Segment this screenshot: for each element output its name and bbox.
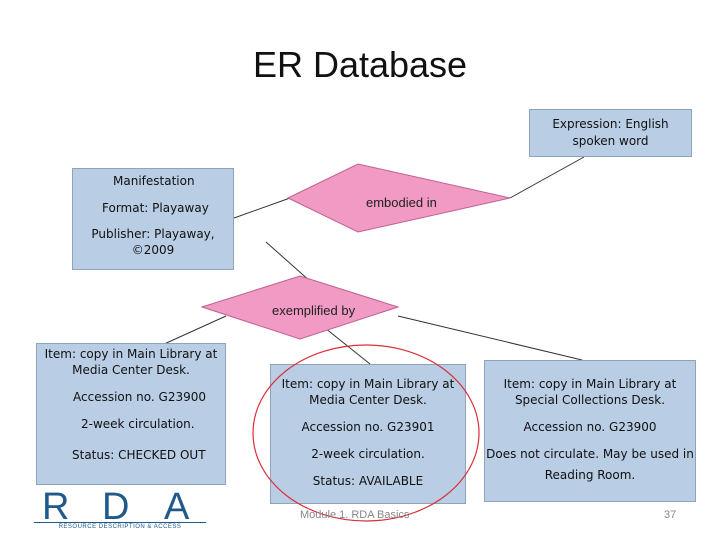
item2-circulation: 2-week circulation. — [311, 447, 425, 461]
item3-desc-line-1: Item: copy in Main Library at — [503, 377, 677, 391]
item1-circulation: 2-week circulation. — [81, 417, 195, 431]
rda-logo-tagline: RESOURCE DESCRIPTION & ACCESS — [58, 524, 182, 530]
exemplified-by-diamond — [200, 275, 400, 340]
connector-embodied-expression — [509, 156, 585, 199]
embodied-in-label: embodied in — [366, 195, 437, 210]
footer-module-label: Module 1. RDA Basics — [300, 509, 410, 521]
item3-desc-line-2: Special Collections Desk. — [514, 393, 666, 407]
rda-logo: R D A RESOURCE DESCRIPTION & ACCESS — [34, 486, 206, 536]
manifestation-format: Format: Playaway — [102, 201, 209, 215]
item-box-1: Item: copy in Main Library at Media Cent… — [36, 343, 226, 485]
item1-accession: Accession no. G23900 — [73, 390, 207, 404]
connector-exemplified-item2 — [319, 323, 371, 365]
manifestation-heading: Manifestation — [113, 174, 195, 188]
item1-desc-line-2: Media Center Desk. — [72, 363, 190, 377]
rda-logo-divider — [34, 522, 206, 523]
manifestation-box: Manifestation Format: Playaway Publisher… — [72, 168, 234, 270]
item3-note-line-2: Reading Room. — [544, 468, 636, 482]
expression-box: Expression: English spoken word — [529, 109, 692, 157]
rda-logo-letter-a: A — [164, 486, 190, 528]
item2-accession: Accession no. G23901 — [301, 420, 435, 434]
item2-status: Status: AVAILABLE — [312, 474, 424, 488]
rda-logo-letter-r: R — [42, 486, 70, 528]
slide-title: ER Database — [252, 44, 468, 85]
connector-manifestation-embodied — [233, 197, 291, 219]
item-box-2: Item: copy in Main Library at Media Cent… — [270, 364, 466, 504]
item-box-3: Item: copy in Main Library at Special Co… — [484, 360, 696, 502]
item2-desc-line-2: Media Center Desk. — [309, 393, 427, 407]
exemplified-by-label: exemplified by — [272, 303, 356, 318]
item3-note-line-1: Does not circulate. May be used in — [486, 447, 694, 461]
item2-desc-line-1: Item: copy in Main Library at — [281, 377, 455, 391]
manifestation-publisher-line-2: ©2009 — [131, 243, 175, 257]
rda-logo-letter-d: D — [102, 486, 130, 528]
item1-status: Status: CHECKED OUT — [72, 448, 206, 462]
item1-desc-line-1: Item: copy in Main Library at — [44, 347, 218, 361]
manifestation-publisher-line-1: Publisher: Playaway, — [91, 227, 215, 241]
page-number: 37 — [664, 509, 677, 521]
connector-exemplified-item1 — [161, 315, 227, 346]
highlight-ellipse — [252, 344, 480, 522]
expression-line-1: Expression: English — [552, 117, 669, 131]
expression-line-2: spoken word — [572, 134, 649, 148]
embodied-in-diamond — [286, 163, 511, 233]
connector-exemplified-item3 — [397, 315, 583, 361]
item3-accession: Accession no. G23900 — [523, 420, 657, 434]
